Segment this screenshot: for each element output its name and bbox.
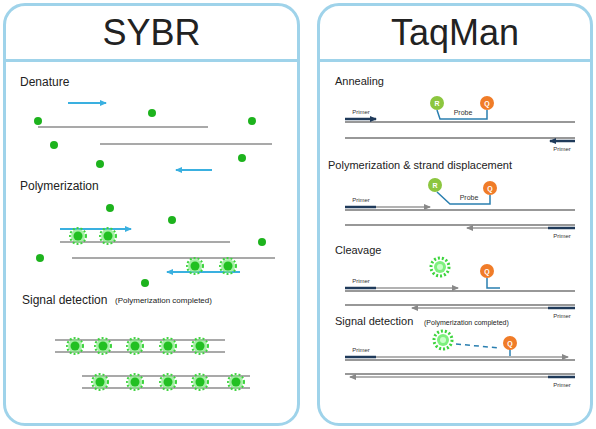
step-label: Cleavage [335, 245, 381, 256]
quencher-letter: Q [507, 340, 512, 347]
primer-label: Primer [553, 233, 571, 239]
step-note: (Polymerization completed) [115, 297, 212, 305]
primer-label: Primer [352, 278, 370, 284]
method-panel: SYBR [3, 3, 300, 426]
primer-label: Primer [352, 347, 370, 353]
step-label: Polymerization & strand displacement [328, 160, 512, 171]
primer-label: Primer [553, 313, 571, 319]
quencher-letter: Q [487, 185, 492, 192]
primer-label: Primer [352, 197, 370, 203]
panel-heading: SYBR [6, 6, 297, 62]
step-label: Signal detection [22, 294, 107, 306]
method-panel: TaqMan [317, 3, 593, 426]
primer-label: Primer [553, 382, 571, 388]
reporter-letter: R [432, 182, 437, 189]
step-label: Polymerization [20, 180, 99, 192]
panel-heading: TaqMan [320, 6, 590, 62]
step-note: (Polymerization completed) [424, 319, 509, 326]
primer-label: Primer [553, 146, 571, 152]
reporter-letter: R [434, 100, 439, 107]
probe-label: Probe [454, 109, 473, 116]
step-label: Annealing [335, 76, 384, 87]
quencher-letter: Q [484, 268, 489, 275]
probe-label: Probe [460, 194, 479, 201]
primer-label: Primer [352, 109, 370, 115]
step-label: Denature [20, 76, 69, 88]
quencher-letter: Q [484, 100, 489, 107]
step-label: Signal detection [335, 316, 413, 327]
